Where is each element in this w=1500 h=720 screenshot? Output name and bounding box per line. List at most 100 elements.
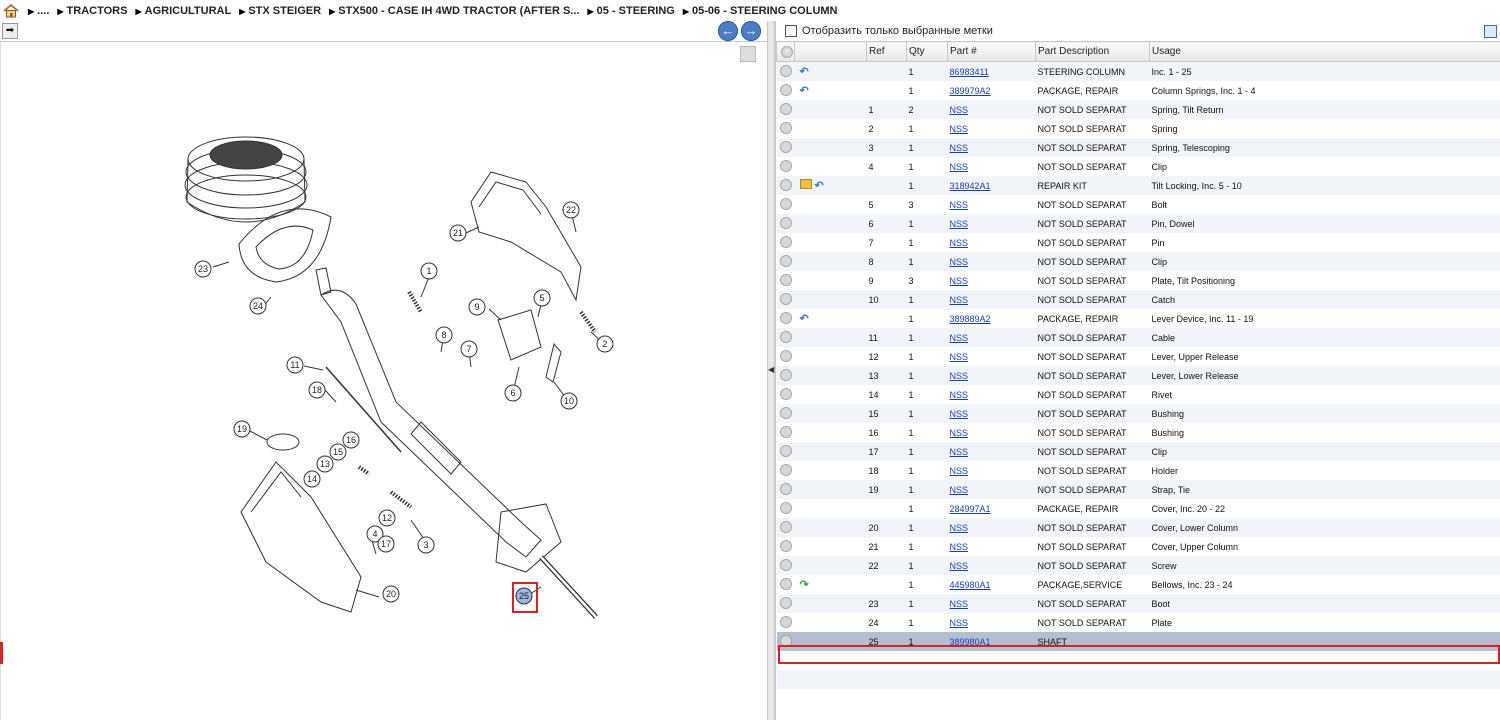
part-number-link[interactable]: NSS [949,142,969,153]
add-to-cart-icon[interactable] [779,482,792,495]
cell-part[interactable]: NSS [947,195,1036,214]
add-to-cart-icon[interactable] [779,577,792,590]
back-arrow-icon[interactable]: ↶ [799,66,809,78]
part-number-link[interactable]: NSS [949,104,969,115]
part-number-link[interactable]: NSS [949,389,969,400]
cell-part[interactable]: NSS [947,100,1036,119]
part-number-link[interactable]: NSS [949,351,969,362]
row-expand-cell[interactable] [776,347,795,366]
add-to-cart-icon[interactable] [779,64,792,77]
callout[interactable]: 1 [420,262,438,280]
cell-part[interactable]: NSS [947,328,1036,347]
add-to-cart-icon[interactable] [779,178,792,191]
cell-part[interactable]: NSS [947,252,1036,271]
header-ref[interactable]: Ref [866,41,907,62]
add-to-cart-icon[interactable] [779,102,792,115]
callout[interactable]: 11 [286,356,304,374]
back-arrow-icon[interactable]: ↶ [799,85,809,97]
cell-part[interactable]: NSS [947,233,1036,252]
cell-part[interactable]: 389889A2 [947,309,1036,328]
part-number-link[interactable]: NSS [949,617,969,628]
part-number-link[interactable]: 389979A2 [949,85,991,96]
row-expand-cell[interactable] [776,385,795,404]
row-expand-cell[interactable] [776,499,795,518]
add-to-cart-icon[interactable] [779,406,792,419]
part-number-link[interactable]: NSS [949,598,969,609]
part-number-link[interactable]: NSS [949,161,969,172]
part-number-link[interactable]: NSS [949,408,969,419]
add-to-cart-icon[interactable] [779,615,792,628]
row-expand-cell[interactable] [776,61,795,81]
callout[interactable]: 20 [382,585,400,603]
header-description[interactable]: Part Description [1035,41,1150,62]
part-number-link[interactable]: 389980A1 [949,636,991,647]
forward-arrow-icon[interactable]: ↷ [799,579,809,591]
row-expand-cell[interactable] [776,632,795,651]
cell-part[interactable]: NSS [947,442,1036,461]
callout-selected[interactable]: 25 [512,582,538,613]
header-usage[interactable]: Usage [1149,41,1500,62]
add-to-cart-icon[interactable] [779,121,792,134]
row-expand-cell[interactable] [776,138,795,157]
callout[interactable]: 3 [417,536,435,554]
part-number-link[interactable]: 86983411 [949,66,989,77]
export-icon[interactable]: ➡ [2,23,18,39]
cell-part[interactable]: NSS [947,119,1036,138]
home-icon[interactable] [2,2,20,20]
add-to-cart-icon[interactable] [779,558,792,571]
expand-all-icon[interactable]: + [781,45,793,58]
callout[interactable]: 10 [560,392,578,410]
callout[interactable]: 12 [378,509,396,527]
part-number-link[interactable]: NSS [949,275,969,286]
part-number-link[interactable]: NSS [949,446,969,457]
back-arrow-icon[interactable]: ↶ [814,180,824,192]
callout[interactable]: 4 [366,525,384,543]
cell-part[interactable]: 389980A1 [947,632,1036,651]
row-expand-cell[interactable] [776,100,795,119]
add-to-cart-icon[interactable] [779,254,792,267]
add-to-cart-icon[interactable] [779,330,792,343]
add-to-cart-icon[interactable] [779,520,792,533]
breadcrumb-item[interactable]: TRACTORS [57,5,128,17]
row-expand-cell[interactable] [776,214,795,233]
add-to-cart-icon[interactable] [779,596,792,609]
row-expand-cell[interactable] [776,290,795,309]
add-to-cart-icon[interactable] [779,140,792,153]
part-number-link[interactable]: NSS [949,218,969,229]
callout[interactable]: 13 [316,455,334,473]
row-expand-cell[interactable] [776,271,795,290]
add-to-cart-icon[interactable] [779,539,792,552]
back-arrow-icon[interactable]: ↶ [799,313,809,325]
cell-part[interactable]: 389979A2 [947,81,1036,100]
breadcrumb-item[interactable]: .... [28,5,49,17]
row-expand-cell[interactable] [776,556,795,575]
callout[interactable]: 21 [449,224,467,242]
add-to-cart-icon[interactable] [779,463,792,476]
row-expand-cell[interactable] [776,442,795,461]
cell-part[interactable]: NSS [947,385,1036,404]
row-expand-cell[interactable] [776,252,795,271]
add-to-cart-icon[interactable] [779,197,792,210]
part-number-link[interactable]: 389889A2 [949,313,991,324]
cell-part[interactable]: NSS [947,480,1036,499]
cell-part[interactable]: 318942A1 [947,176,1036,195]
cell-part[interactable]: NSS [947,537,1036,556]
cell-part[interactable]: 445980A1 [947,575,1036,594]
callout[interactable]: 9 [468,298,486,316]
forward-button[interactable]: → [741,21,761,41]
breadcrumb-item[interactable]: STX STEIGER [239,5,321,17]
